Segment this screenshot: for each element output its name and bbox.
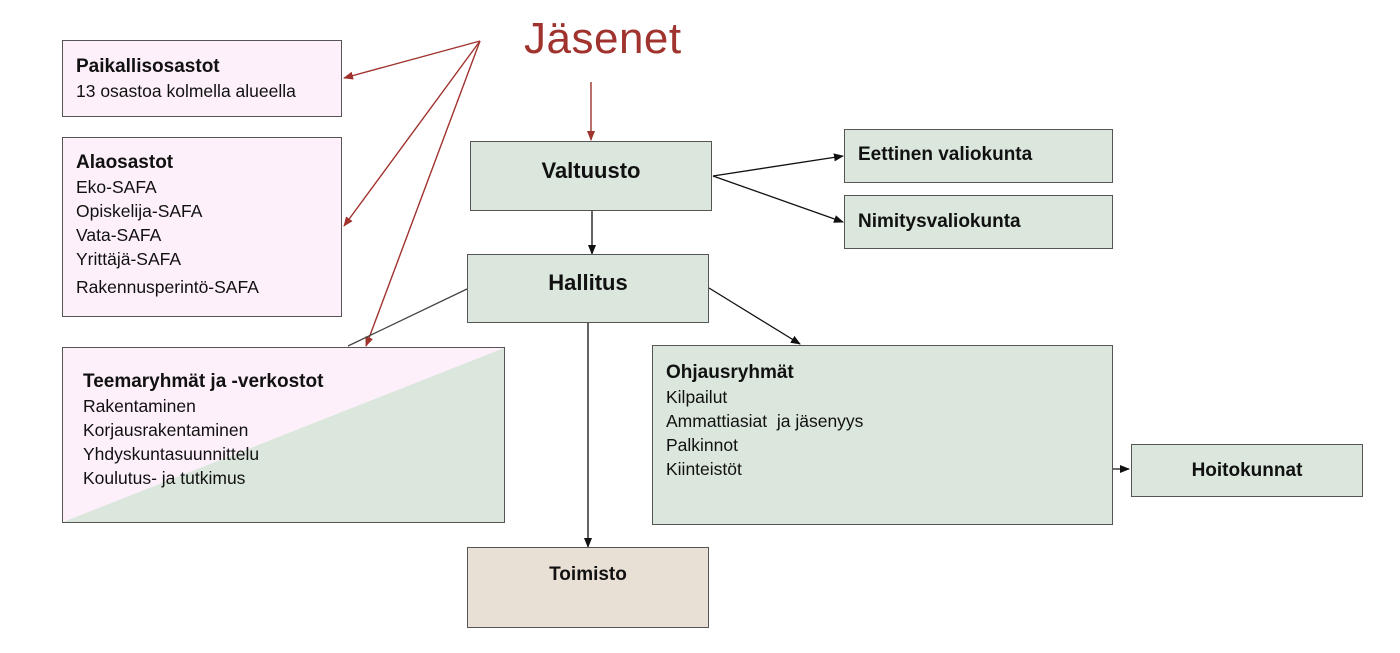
members-label: Jäsenet	[524, 14, 682, 63]
sub-branches-box: Alaosastot Eko-SAFA Opiskelija-SAFA Vata…	[62, 137, 342, 317]
theme-group-item: Korjausrakentaminen	[83, 420, 249, 440]
steering-groups-title: Ohjausryhmät	[666, 362, 794, 383]
sub-branch-item: Rakennusperintö-SAFA	[76, 277, 259, 297]
theme-groups-title: Teemaryhmät ja -verkostot	[83, 371, 324, 392]
steering-group-item: Ammattiasiat ja jäsenyys	[666, 411, 864, 431]
office-label: Toimisto	[549, 564, 627, 585]
steering-group-item: Palkinnot	[666, 435, 738, 455]
maintenance-box: Hoitokunnat	[1131, 444, 1363, 497]
board-label: Hallitus	[548, 269, 628, 295]
arrow-council-to-nomination	[712, 175, 844, 223]
council-label: Valtuusto	[541, 158, 641, 183]
theme-group-item: Koulutus- ja tutkimus	[83, 468, 246, 488]
theme-group-item: Rakentaminen	[83, 396, 196, 416]
ethics-committee-box: Eettinen valiokunta	[844, 129, 1113, 183]
ethics-committee-label: Eettinen valiokunta	[858, 144, 1033, 165]
sub-branches-title: Alaosastot	[76, 152, 174, 173]
local-branches-title: Paikallisosastot	[76, 56, 220, 77]
arrow-members-to-theme-groups	[365, 40, 481, 347]
sub-branch-item: Yrittäjä-SAFA	[76, 249, 182, 269]
steering-group-item: Kilpailut	[666, 387, 728, 407]
nomination-committee-label: Nimitysvaliokunta	[858, 211, 1021, 232]
theme-groups-box: Teemaryhmät ja -verkostot Rakentaminen K…	[62, 347, 505, 523]
arrow-board-to-steering	[708, 287, 801, 345]
local-branches-line: 13 osastoa kolmella alueella	[76, 81, 296, 101]
arrow-members-to-sub-branches	[343, 40, 481, 227]
maintenance-label: Hoitokunnat	[1191, 459, 1303, 481]
council-box: Valtuusto	[470, 141, 712, 211]
steering-group-item: Kiinteistöt	[666, 459, 742, 479]
theme-group-item: Yhdyskuntasuunnittelu	[83, 444, 260, 464]
sub-branch-item: Vata-SAFA	[76, 225, 162, 245]
theme-groups-background	[63, 348, 504, 522]
board-box: Hallitus	[467, 254, 709, 323]
nomination-committee-box: Nimitysvaliokunta	[844, 195, 1113, 249]
local-branches-box: Paikallisosastot 13 osastoa kolmella alu…	[62, 40, 342, 117]
office-box: Toimisto	[467, 547, 709, 628]
line-board-to-theme-groups	[347, 288, 468, 347]
sub-branch-item: Opiskelija-SAFA	[76, 201, 203, 221]
arrow-council-to-ethics	[712, 153, 844, 177]
steering-groups-box: Ohjausryhmät Kilpailut Ammattiasiat ja j…	[652, 345, 1113, 525]
sub-branch-item: Eko-SAFA	[76, 177, 157, 197]
arrow-members-to-local-branches	[343, 40, 481, 80]
